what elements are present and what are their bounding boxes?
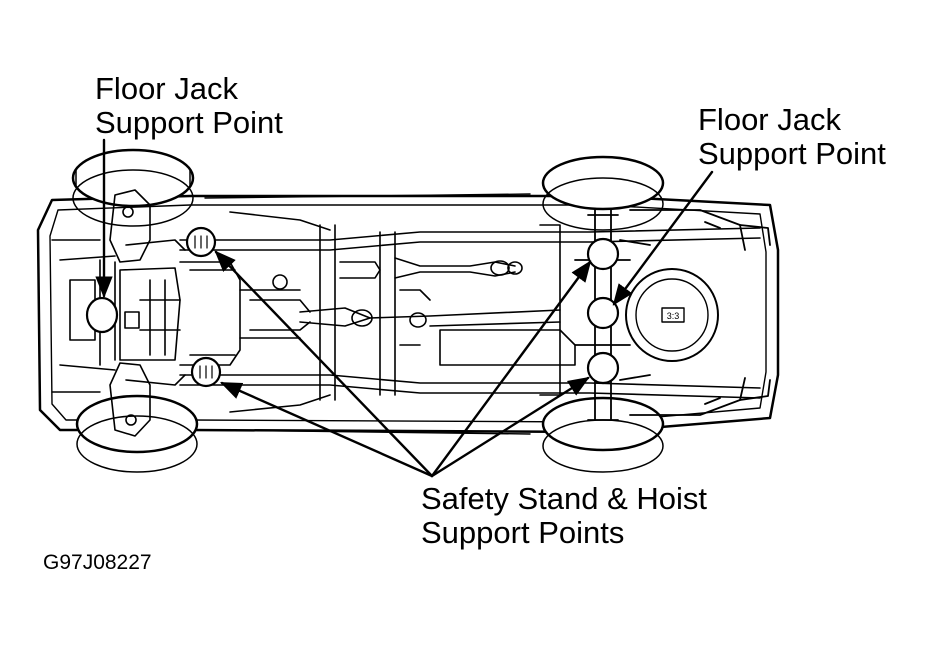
rear-bottom-wheel: [541, 396, 665, 473]
safety-stand-label: Safety Stand & Hoist Support Points: [421, 482, 707, 550]
rear-left-stand-point: [586, 237, 620, 271]
rear-floor-jack-label-line2: Support Point: [698, 136, 886, 171]
front-floor-jack-label-line2: Support Point: [95, 105, 283, 140]
support-point-markers: [85, 226, 620, 388]
safety-arrow-rear-left: [430, 260, 592, 478]
front-floor-jack-label-line1: Floor Jack: [95, 71, 238, 106]
figure-code: G97J08227: [43, 551, 152, 574]
safety-arrow-rear-right: [430, 376, 590, 478]
safety-arrow-front-right: [220, 381, 434, 478]
spare-tire: 3:3: [625, 268, 719, 362]
safety-arrow-front-left: [214, 250, 434, 478]
rear-right-stand-point: [586, 351, 620, 385]
front-floor-jack-label: Floor Jack Support Point: [95, 72, 283, 140]
rear-floor-jack-label-line1: Floor Jack: [698, 102, 841, 137]
safety-stand-label-line2: Support Points: [421, 515, 625, 550]
leader-arrows: [95, 138, 714, 478]
spare-tire-mark: 3:3: [667, 311, 680, 321]
rear-floor-jack-point: [586, 296, 620, 330]
rear-jack-arrow: [612, 170, 714, 306]
safety-stand-label-line1: Safety Stand & Hoist: [421, 481, 708, 516]
rear-floor-jack-label: Floor Jack Support Point: [698, 103, 886, 171]
driveshaft-exhaust: [249, 257, 576, 366]
rear-top-wheel: [541, 155, 665, 231]
front-floor-jack-point: [85, 296, 119, 334]
front-bottom-wheel: [75, 394, 199, 473]
